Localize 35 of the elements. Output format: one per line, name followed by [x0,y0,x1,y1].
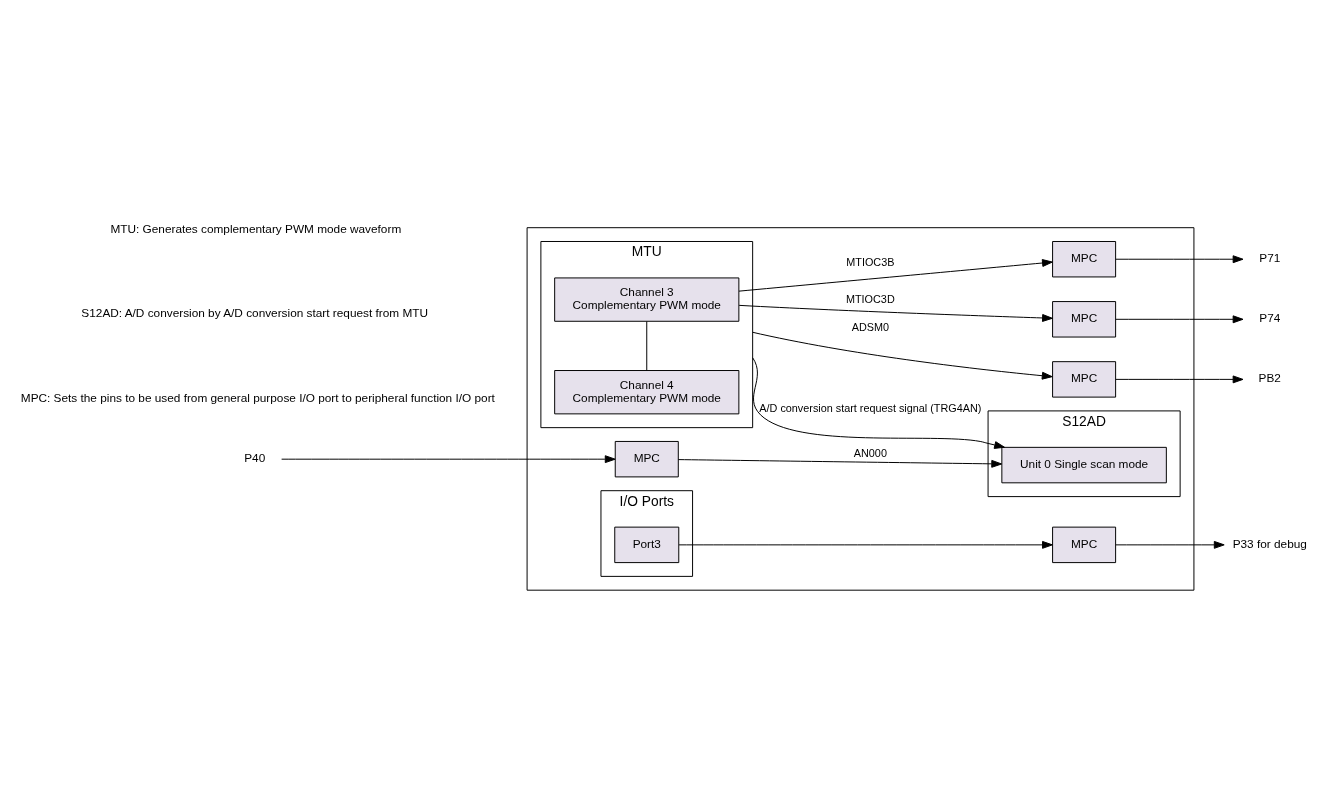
arrow [677,459,1003,468]
label: MPC: Sets the pins to be used from general purpose I/O port to peripheral function I/O port [20,391,495,406]
arrow [738,259,1053,292]
node-text: P71 [1259,251,1281,266]
edge-label: AN000 [853,447,887,460]
node-text: P74 [1259,311,1281,326]
arrow [678,540,1053,549]
node-text: P33 for debug [1232,536,1307,551]
arrow [1115,540,1225,549]
arrow [1115,315,1244,324]
label: MTU: Generates complementary PWM mode waveform [110,221,402,236]
node-box: MPC [1052,361,1117,398]
node-box: MPC [614,440,679,478]
node-box: Unit 0 Single scan mode [1001,446,1167,484]
node-box: MPC [1052,301,1117,338]
arrow [1115,255,1244,264]
edge-label: MTIOC3B [846,255,895,268]
arrow [281,455,616,464]
label: S12AD: A/D conversion by A/D conversion start request from MTU [81,306,429,321]
edge-label: MTIOC3D [845,293,895,306]
cluster [526,227,1195,591]
arrow [752,331,1053,380]
connector [646,321,648,371]
node-box: Port3 [614,526,680,564]
arrow [738,304,1053,322]
edge-label: A/D conversion start request signal (TRG4AN) [759,401,982,414]
node-text: P40 [244,451,266,466]
node-box: Channel 4 Complementary PWM mode [554,370,740,415]
node-box: MPC [1052,526,1117,564]
node-box: MPC [1052,241,1117,278]
node-box: Channel 3 Complementary PWM mode [554,277,740,322]
node-text: PB2 [1258,371,1281,386]
arrow [752,357,1005,449]
arrow [1115,375,1244,384]
edge-label: ADSM0 [851,320,890,333]
